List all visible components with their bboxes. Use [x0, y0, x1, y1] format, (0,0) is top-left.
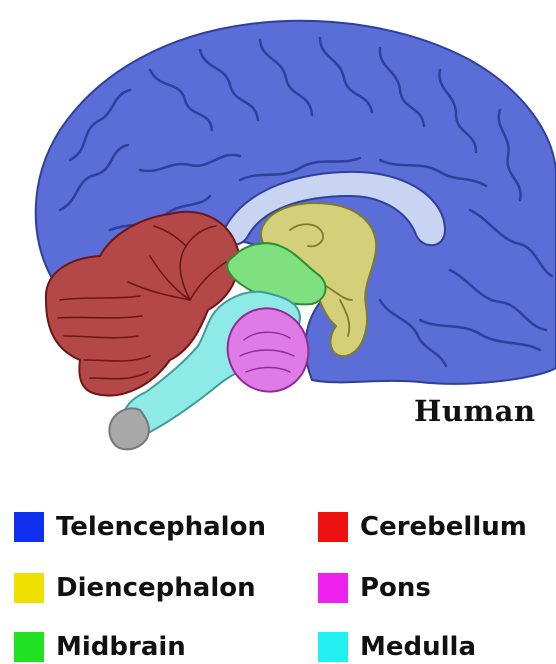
legend-label-midbrain: Midbrain	[56, 632, 186, 662]
legend-item-telencephalon: Telencephalon	[14, 510, 266, 544]
legend-item-pons: Pons	[318, 571, 431, 605]
legend-swatch-medulla	[318, 632, 348, 662]
legend-label-pons: Pons	[360, 573, 431, 603]
legend-swatch-cerebellum	[318, 512, 348, 542]
legend-item-cerebellum: Cerebellum	[318, 510, 527, 544]
legend-label-telencephalon: Telencephalon	[56, 512, 266, 542]
legend-item-midbrain: Midbrain	[14, 630, 186, 664]
legend-swatch-diencephalon	[14, 573, 44, 603]
legend-label-diencephalon: Diencephalon	[56, 573, 256, 603]
legend-swatch-midbrain	[14, 632, 44, 662]
spinal-cord-region	[109, 408, 149, 449]
legend-swatch-telencephalon	[14, 512, 44, 542]
diagram-caption: Human	[414, 394, 536, 428]
legend-item-diencephalon: Diencephalon	[14, 571, 256, 605]
legend-swatch-pons	[318, 573, 348, 603]
legend-label-cerebellum: Cerebellum	[360, 512, 527, 542]
legend-label-medulla: Medulla	[360, 632, 476, 662]
legend-item-medulla: Medulla	[318, 630, 476, 664]
